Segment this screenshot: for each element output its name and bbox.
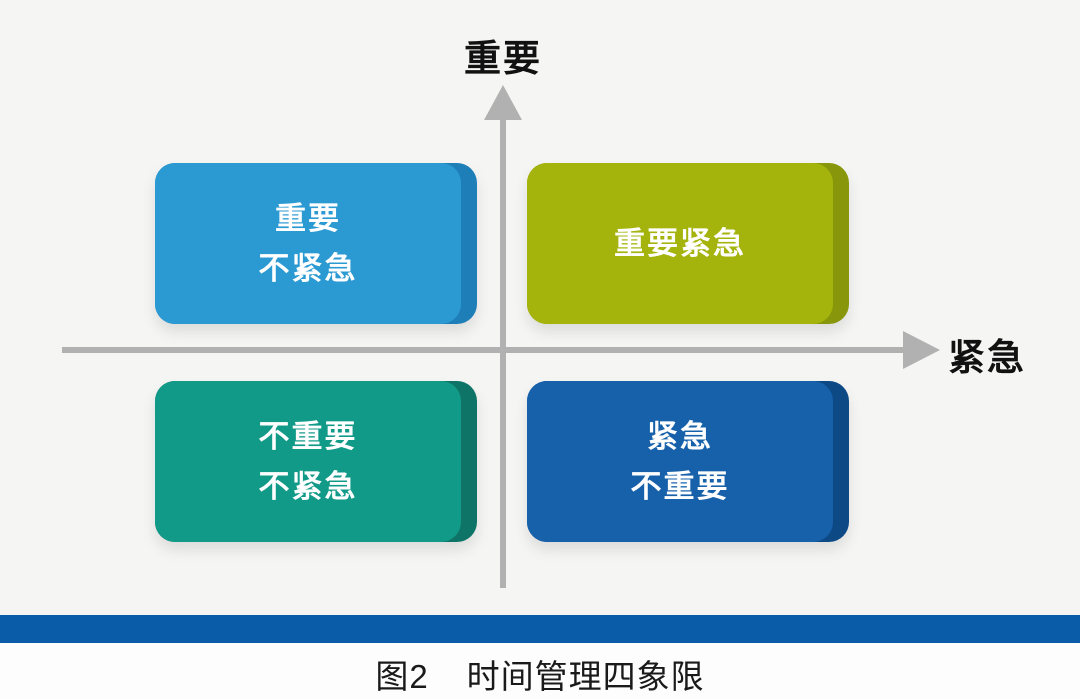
quadrant-label-line: 不紧急: [258, 250, 358, 286]
quadrant-label-line: 紧急: [647, 418, 713, 454]
quadrant-face: 重要 不紧急: [155, 163, 461, 324]
quadrant-face: 紧急 不重要: [527, 381, 833, 542]
quadrant-label-line: 不重要: [630, 468, 730, 504]
figure-caption: 图2 时间管理四象限: [0, 650, 1080, 698]
quadrant-not-important-not-urgent: 不重要 不紧急: [155, 381, 477, 542]
quadrant-important-not-urgent: 重要 不紧急: [155, 163, 477, 324]
quadrant-label-line: 不紧急: [258, 468, 358, 504]
y-axis-label: 重要: [464, 38, 542, 79]
figure-title: 时间管理四象限: [466, 658, 705, 695]
x-axis-arrowhead-icon: [903, 331, 940, 369]
x-axis-line: [62, 347, 905, 353]
quadrant-face: 不重要 不紧急: [155, 381, 461, 542]
quadrant-face: 重要紧急: [527, 163, 833, 324]
quadrant-important-urgent: 重要紧急: [527, 163, 849, 324]
figure-number: 图2: [375, 658, 429, 695]
quadrant-label-line: 重要: [275, 200, 341, 236]
divider-bar: [0, 615, 1080, 643]
quadrant-urgent-not-important: 紧急 不重要: [527, 381, 849, 542]
quadrant-label-line: 不重要: [258, 418, 358, 454]
quadrant-label-line: 重要紧急: [614, 225, 746, 261]
footer-area: [0, 643, 1080, 699]
y-axis-arrowhead-icon: [484, 85, 522, 120]
x-axis-label: 紧急: [948, 337, 1026, 378]
